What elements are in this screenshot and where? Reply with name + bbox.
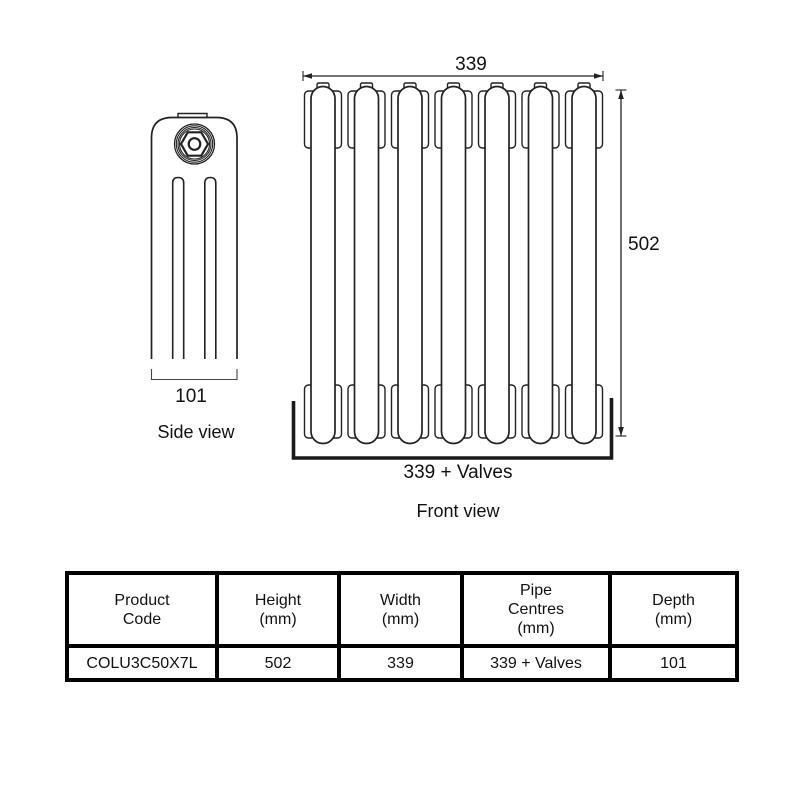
front-view-caption: Front view xyxy=(416,501,500,521)
column-front-tube xyxy=(484,85,510,445)
header-height: Height (mm) xyxy=(215,571,341,648)
column-front-tube xyxy=(310,85,336,445)
bleed-valve-icon xyxy=(173,123,216,165)
cell-depth: 101 xyxy=(608,644,739,682)
pipe-centres-bracket xyxy=(291,398,614,460)
depth-dimension-label: 101 xyxy=(175,386,207,407)
cell-height: 502 xyxy=(215,644,341,682)
header-width: Width (mm) xyxy=(337,571,464,648)
column-front-tube xyxy=(527,85,554,445)
arrowhead-right-icon xyxy=(594,73,603,79)
height-dimension-label: 502 xyxy=(628,234,660,255)
column-front-tube xyxy=(353,85,380,445)
width-dimension: 339 xyxy=(302,54,604,81)
column-groove xyxy=(204,176,217,359)
column-front-tube xyxy=(440,85,467,445)
arrowhead-down-icon xyxy=(618,427,624,436)
column-groove xyxy=(171,176,185,359)
column-front-tube xyxy=(571,85,597,445)
arrowhead-left-icon xyxy=(303,73,312,79)
width-dimension-label: 339 xyxy=(455,54,487,75)
column-front-tube xyxy=(397,85,423,445)
header-product-code: Product Code xyxy=(65,571,219,648)
technical-drawing: 101 Side view 339 502 xyxy=(150,54,660,521)
header-pipe-centres: Pipe Centres (mm) xyxy=(460,571,612,648)
cell-pipe-centres: 339 + Valves xyxy=(460,644,612,682)
side-view-caption: Side view xyxy=(157,422,235,442)
depth-dimension-bracket xyxy=(150,369,238,381)
front-view-columns xyxy=(303,82,604,445)
cell-product-code: COLU3C50X7L xyxy=(65,644,219,682)
pipe-centres-label: 339 + Valves xyxy=(404,462,513,483)
spec-table: Product Code Height (mm) Width (mm) Pipe… xyxy=(65,571,739,682)
height-dimension: 502 xyxy=(615,89,660,437)
cell-width: 339 xyxy=(337,644,464,682)
front-view-drawing: 339 502 339 + Valves Front view xyxy=(291,54,660,521)
nut-center-hole xyxy=(187,137,202,151)
spec-table-container: Product Code Height (mm) Width (mm) Pipe… xyxy=(65,571,739,682)
arrowhead-up-icon xyxy=(618,90,624,99)
side-view-drawing: 101 Side view xyxy=(150,112,238,442)
header-depth: Depth (mm) xyxy=(608,571,739,648)
side-view-top-tab xyxy=(177,112,208,118)
